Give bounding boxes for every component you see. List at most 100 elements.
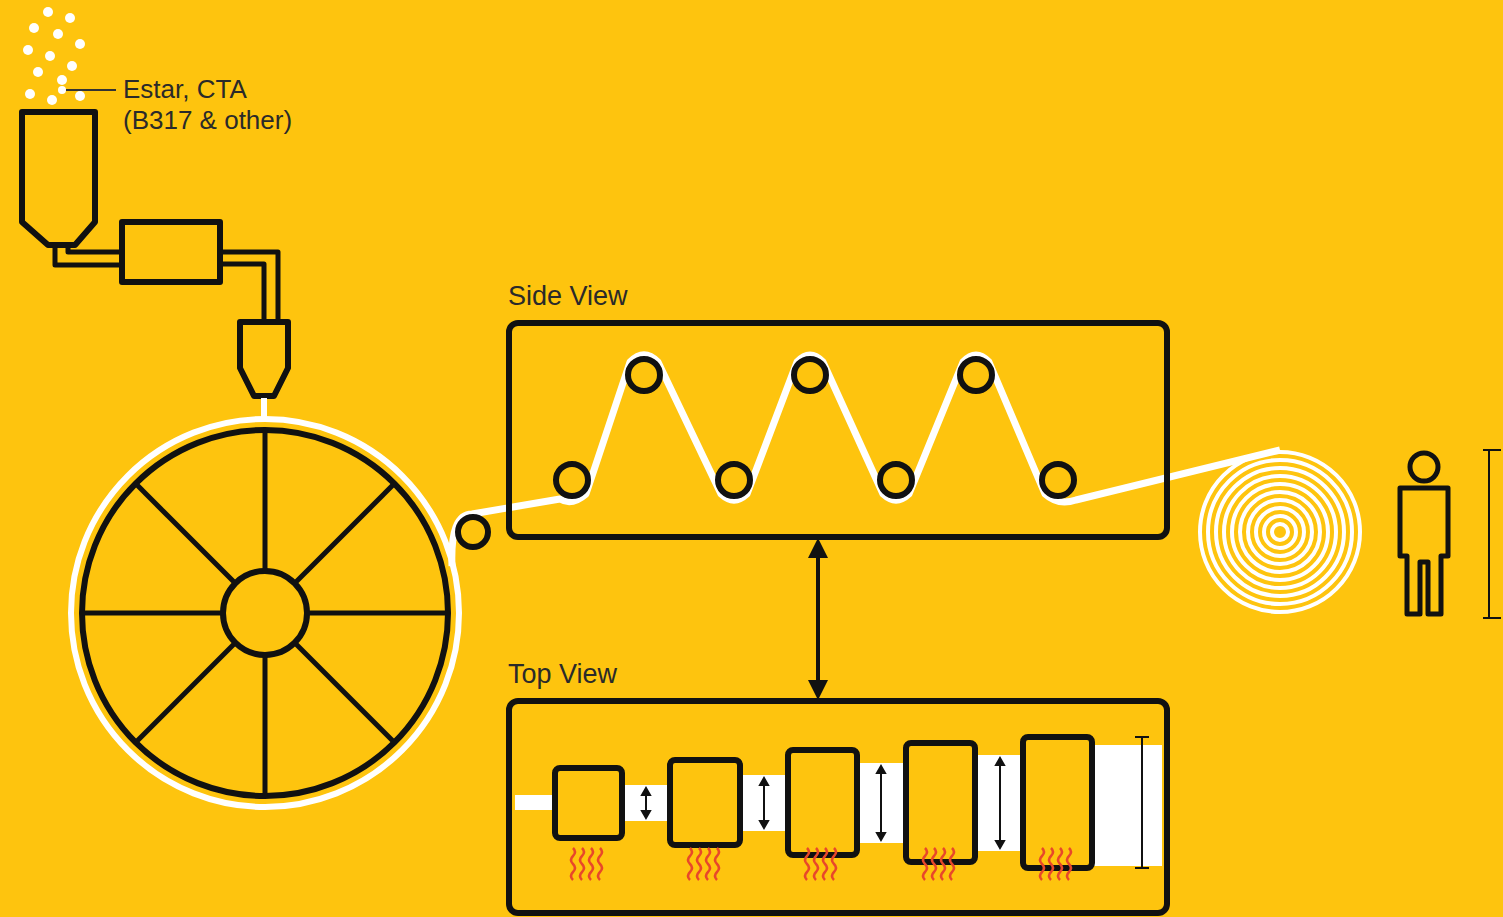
roller: [718, 464, 750, 496]
heat-symbol: [932, 848, 936, 880]
film-roll: [1264, 516, 1296, 548]
heat-symbol: [832, 848, 836, 880]
height-bracket: [1483, 449, 1501, 451]
view-heading: Side View: [506, 280, 628, 312]
heat-symbol: [697, 848, 701, 880]
view-panel: Side View: [506, 280, 1170, 540]
heat-symbol: [580, 848, 584, 880]
heat-symbol: [1058, 848, 1062, 880]
pellets: [29, 23, 39, 33]
extruder: [122, 222, 220, 282]
casting-wheel: [295, 643, 395, 743]
width-arrow: [877, 833, 885, 840]
casting-wheel: [136, 643, 236, 743]
view-heading: Top View: [506, 658, 617, 690]
roller: [880, 464, 912, 496]
stretch-roller: [1023, 737, 1092, 868]
pellets: [75, 39, 85, 49]
width-bracket: [1135, 737, 1149, 868]
pellets: [67, 61, 77, 71]
heat-symbol: [814, 848, 818, 880]
stretch-roller: [670, 760, 740, 845]
height-bracket: [1483, 450, 1501, 618]
heat-symbol: [1049, 848, 1053, 880]
leader-line: [66, 89, 116, 91]
heat-symbol: [1040, 848, 1044, 880]
pellets: [47, 95, 57, 105]
width-arrow: [880, 771, 882, 835]
stretch-roller: [555, 737, 1092, 868]
width-bracket: [1135, 867, 1149, 869]
heat-symbol: [923, 848, 927, 880]
pellets: [65, 13, 75, 23]
width-arrow: [996, 841, 1004, 848]
heat-symbol: [688, 848, 692, 880]
view-panel: Top View: [506, 658, 1170, 916]
width-arrow: [760, 778, 768, 785]
widening-film: [1088, 745, 1162, 866]
casting-wheel: [223, 571, 307, 655]
heat-symbol: [571, 848, 1071, 880]
stretch-roller: [906, 743, 975, 862]
casting-wheel: [261, 398, 267, 420]
pellets: [58, 86, 66, 94]
heat-symbol: [715, 848, 719, 880]
roller: [794, 359, 826, 391]
heat-symbol: [941, 848, 945, 880]
roller: [458, 517, 488, 547]
width-arrow: [999, 763, 1001, 843]
pellets: [43, 7, 53, 17]
heat-symbol: [706, 848, 710, 880]
casting-wheel: [295, 484, 395, 584]
width-arrow: [877, 766, 885, 773]
person-figure: [1400, 453, 1448, 614]
extruder: [240, 322, 288, 396]
panel-border: [506, 320, 1170, 540]
extruder: [22, 112, 288, 396]
widening-film: [618, 785, 674, 821]
heat-symbol: [1067, 848, 1071, 880]
pellets: [45, 51, 55, 61]
heat-symbol: [598, 848, 602, 880]
width-arrow: [760, 821, 768, 828]
pellets: [75, 91, 85, 101]
film-roll: [1232, 484, 1328, 580]
heat-symbol: [823, 848, 827, 880]
heat-symbol: [950, 848, 954, 880]
casting-wheel: [263, 430, 268, 571]
casting-wheel: [82, 611, 223, 616]
stretch-roller: [788, 750, 857, 855]
film-roll: [1224, 476, 1336, 588]
person-figure: [1400, 488, 1448, 614]
roller: [628, 359, 660, 391]
roller: [1042, 464, 1074, 496]
stretch-roller: [555, 768, 622, 838]
heat-symbol: [589, 848, 593, 880]
casting-wheel: [71, 419, 459, 807]
extruder: [220, 252, 278, 322]
extruder: [55, 245, 122, 265]
roller: [556, 464, 588, 496]
pellets: [25, 89, 35, 99]
width-bracket: [1141, 737, 1143, 868]
film-roll: [1248, 500, 1312, 564]
width-bracket: [1135, 736, 1149, 738]
widening-film: [736, 775, 792, 831]
film-roll: [1272, 524, 1288, 540]
width-arrow: [642, 758, 1004, 848]
roller: [458, 359, 1074, 547]
extruder: [22, 112, 95, 245]
width-arrow: [996, 758, 1004, 765]
width-arrow: [763, 783, 765, 823]
width-arrow: [642, 788, 650, 795]
material-label: Estar, CTA (B317 & other): [123, 74, 313, 136]
width-arrow: [642, 811, 650, 818]
casting-wheel: [82, 430, 448, 796]
panel-border: [506, 698, 1170, 916]
pellets: [57, 75, 67, 85]
pellets: [53, 29, 63, 39]
widening-film: [971, 755, 1027, 851]
roller: [960, 359, 992, 391]
